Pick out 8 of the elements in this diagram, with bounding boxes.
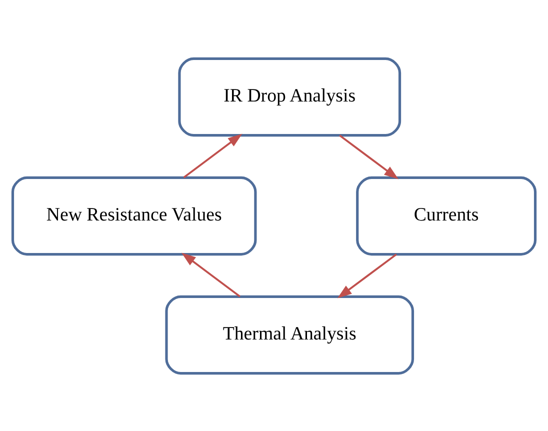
arrow: [181, 252, 240, 297]
node-box: New Resistance Values: [11, 176, 257, 256]
node-box: IR Drop Analysis: [178, 56, 402, 136]
arrow: [337, 253, 397, 298]
arrow: [339, 134, 399, 179]
arrow: [183, 133, 242, 178]
node-box: Currents: [356, 176, 537, 256]
node-box: Thermal Analysis: [165, 294, 414, 374]
